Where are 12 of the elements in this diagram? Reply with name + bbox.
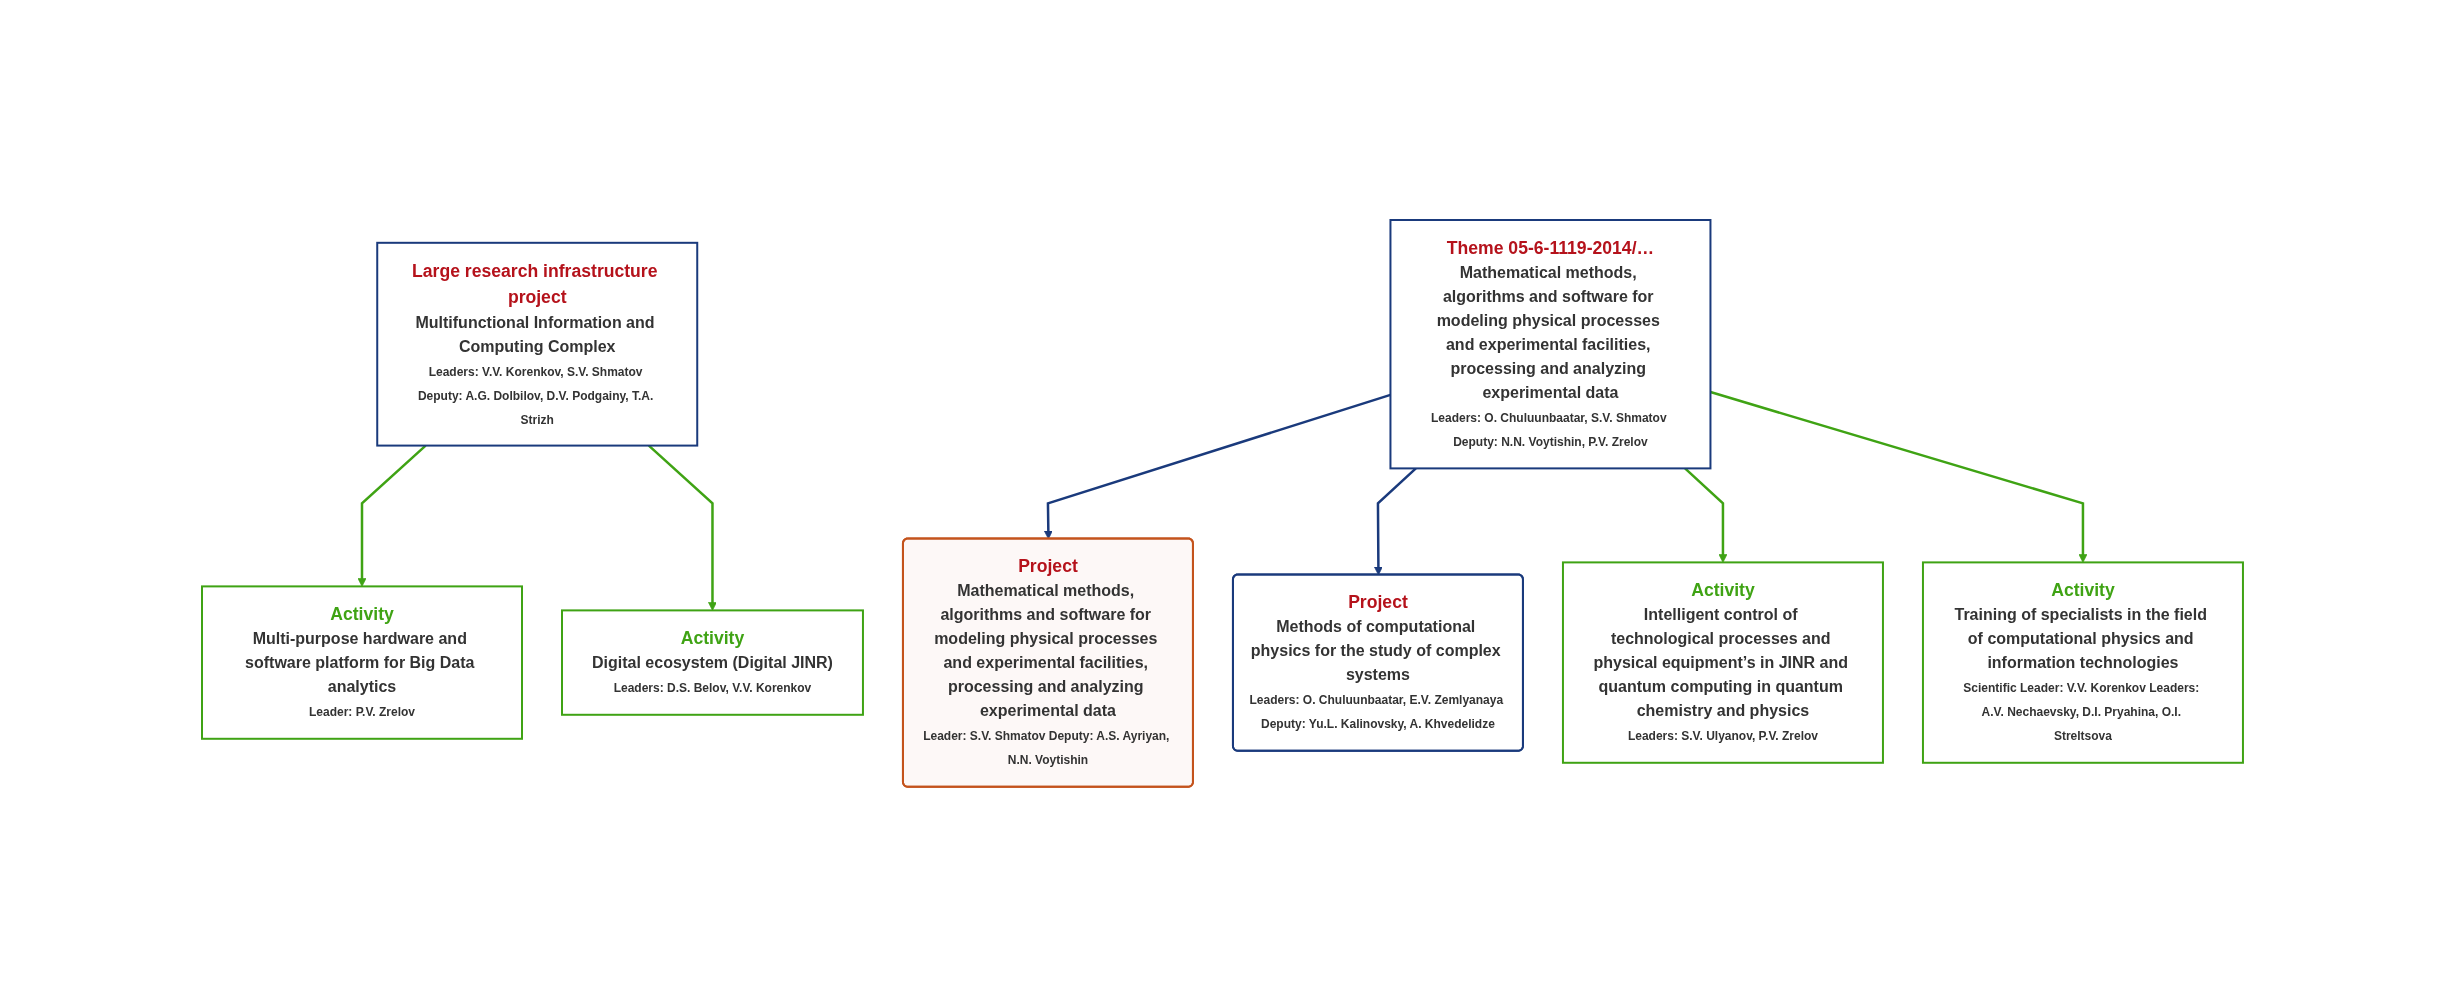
node-box: Theme 05-6-1119-2014/… Mathematical methods, algorithms and software for modeling physical processes and experimental facilities, processing and analyzing experimental data Leaders: O. Chuluunbaatar, S.V. Shmatov Deputy: N.N. Voytishin, P.V. Zrelov	[1389, 219, 1712, 470]
node-box: Activity Multi-purpose hardware and software platform for Big Data analytics Leader: P.V. Zrelov	[201, 585, 523, 740]
node-box: Activity Digital ecosystem (Digital JINR) Leaders: D.S. Belov, V.V. Korenkov	[561, 609, 864, 716]
arrow	[1710, 390, 2088, 563]
arrow	[648, 444, 717, 611]
node-box: Activity Intelligent control of technological processes and physical equipment’s in JINR and quantum computing in quantum chemistry and physics Leaders: S.V. Ulyanov, P.V. Zrelov	[1561, 561, 1884, 764]
arrow	[357, 444, 427, 587]
arrow	[1043, 393, 1391, 540]
node-box: Large research infrastructure project Multifunctional Information and Computing Complex Leaders: V.V. Korenkov, S.V. Shmatov Deputy: A.G. Dolbilov, D.V. Podgainy, T.A. Strizh	[376, 241, 699, 447]
node-box: Activity Training of specialists in the field of computational physics and information technologies Scientific Leader: V.V. Korenkov Leaders: A.V. Nechaevsky, D.I. Pryahina, O.I. Streltsova	[1921, 561, 2244, 764]
arrow	[1684, 467, 1728, 563]
arrow	[1374, 467, 1417, 576]
